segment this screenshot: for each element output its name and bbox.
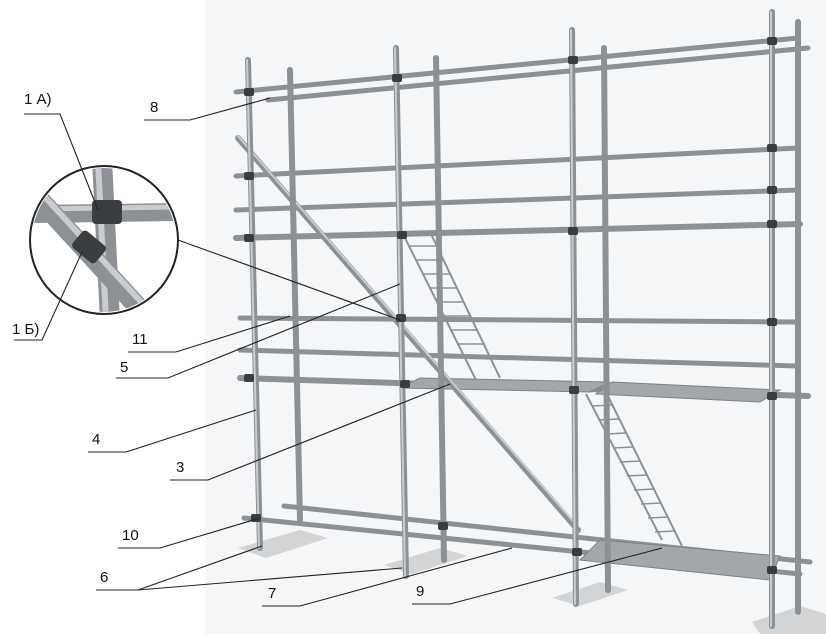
label-8: 8 xyxy=(150,99,158,116)
clamp xyxy=(767,566,777,574)
clamps xyxy=(244,37,777,574)
deck xyxy=(594,381,782,403)
standard xyxy=(601,45,611,593)
clamp xyxy=(767,37,777,45)
leader-1a xyxy=(24,113,99,211)
leader-5 xyxy=(116,283,401,379)
clamp xyxy=(244,88,254,96)
ledger xyxy=(265,45,811,103)
labels: 1 А) 1 Б) 8 11 5 4 3 10 6 7 9 xyxy=(12,91,424,602)
ladder-rungs xyxy=(408,245,492,359)
clamp xyxy=(396,314,406,322)
label-7: 7 xyxy=(268,585,276,602)
label-5: 5 xyxy=(120,359,128,376)
ledger xyxy=(233,221,803,241)
clamp xyxy=(568,227,578,235)
label-1a: 1 А) xyxy=(24,91,52,108)
clamp xyxy=(244,374,254,382)
detail-vertical-tube xyxy=(92,168,120,312)
clamp xyxy=(767,144,777,152)
clamp xyxy=(572,548,582,556)
clamp xyxy=(569,386,579,394)
label-6: 6 xyxy=(100,569,108,586)
leader-9 xyxy=(412,547,663,605)
clamp xyxy=(244,172,254,180)
clamp xyxy=(767,186,777,194)
clamp xyxy=(438,522,448,530)
clamp xyxy=(767,220,777,228)
ledger xyxy=(237,315,801,325)
leader-4 xyxy=(88,409,257,453)
detail-magnifier xyxy=(29,165,179,315)
background-panel xyxy=(205,0,826,634)
standard xyxy=(433,55,447,563)
leader-1b xyxy=(14,251,83,341)
label-9: 9 xyxy=(416,583,424,600)
standard-highlight xyxy=(570,29,576,605)
clamp xyxy=(400,380,410,388)
ledger xyxy=(233,145,801,179)
ladder-rail xyxy=(585,393,663,541)
clamp xyxy=(767,318,777,326)
ledger xyxy=(233,35,801,95)
leader-8 xyxy=(144,97,271,121)
clamp xyxy=(767,392,777,400)
ledger xyxy=(233,187,801,213)
ladder-rail xyxy=(431,235,501,379)
label-11: 11 xyxy=(132,331,148,348)
detail-vertical-tube-highlight xyxy=(95,168,109,312)
leader-3 xyxy=(170,383,451,481)
detail-clamp-a xyxy=(92,200,122,224)
ladder-rail xyxy=(605,391,683,547)
ledger xyxy=(237,347,801,369)
base-pad xyxy=(238,530,328,558)
label-4: 4 xyxy=(92,431,100,448)
standard xyxy=(287,67,303,523)
standard-highlight xyxy=(246,59,260,549)
leader-6b xyxy=(137,567,403,591)
leader-7 xyxy=(262,547,513,607)
clamp xyxy=(392,74,402,82)
leader-lines xyxy=(14,97,663,607)
detail-clamp-b xyxy=(72,230,106,264)
leader-magnifier xyxy=(177,239,401,321)
label-10: 10 xyxy=(122,527,139,544)
clamp xyxy=(568,56,578,64)
leader-11 xyxy=(128,315,291,353)
label-1b: 1 Б) xyxy=(12,321,39,338)
leader-10 xyxy=(118,517,261,549)
label-3: 3 xyxy=(176,459,184,476)
clamp xyxy=(397,231,407,239)
clamp xyxy=(244,234,254,242)
standard-highlight xyxy=(394,47,406,577)
